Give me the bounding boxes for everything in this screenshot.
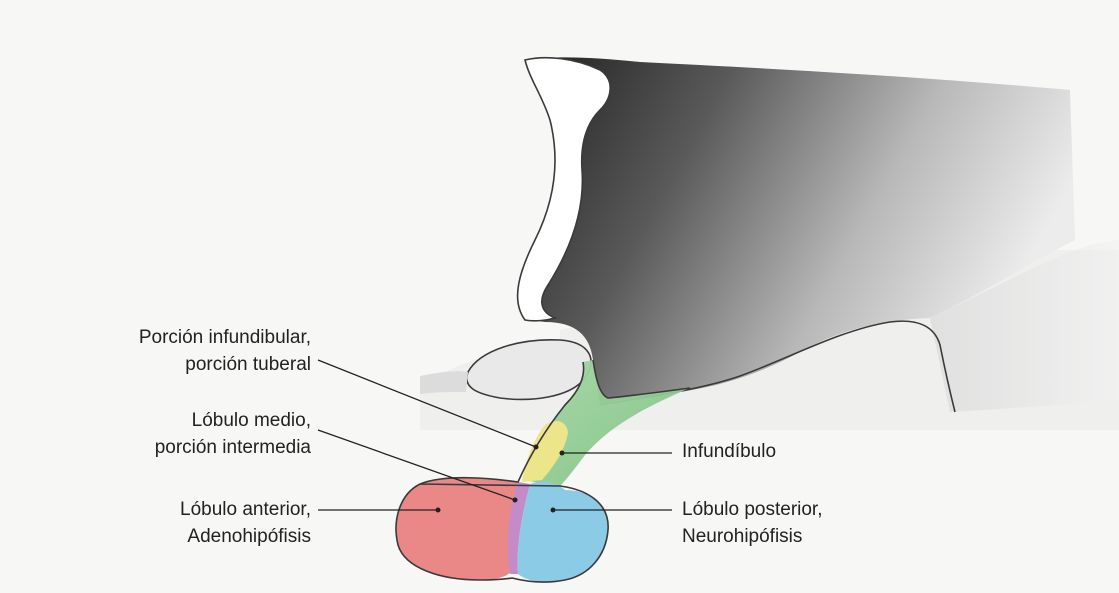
label-anterior-lobe: Lóbulo anterior, Adenohipófisis — [180, 496, 311, 550]
label-intermediate-line1: Lóbulo medio, — [155, 407, 311, 434]
label-infundibular-line2: porción tuberal — [139, 351, 311, 378]
leader-dot-infundibulum — [560, 451, 565, 456]
posterior-lobe — [518, 482, 609, 582]
label-posterior-lobe: Lóbulo posterior, Neurohipófisis — [682, 496, 823, 550]
leader-dot-intermediate — [513, 498, 518, 503]
leader-dot-posterior — [551, 508, 556, 513]
label-infundibulum-text: Infundíbulo — [682, 438, 776, 465]
label-intermediate-line2: porción intermedia — [155, 434, 311, 461]
label-infundibular-part: Porción infundibular, porción tuberal — [139, 324, 311, 378]
leader-dot-anterior — [436, 508, 441, 513]
optic-nerve — [420, 371, 468, 394]
label-anterior-line1: Lóbulo anterior, — [180, 496, 311, 523]
label-posterior-line2: Neurohipófisis — [682, 523, 823, 550]
label-anterior-line2: Adenohipófisis — [180, 523, 311, 550]
label-posterior-line1: Lóbulo posterior, — [682, 496, 823, 523]
label-infundibular-line1: Porción infundibular, — [139, 324, 311, 351]
label-intermediate-part: Lóbulo medio, porción intermedia — [155, 407, 311, 461]
label-infundibulum: Infundíbulo — [682, 438, 776, 465]
leader-dot-infundibular — [534, 445, 539, 450]
